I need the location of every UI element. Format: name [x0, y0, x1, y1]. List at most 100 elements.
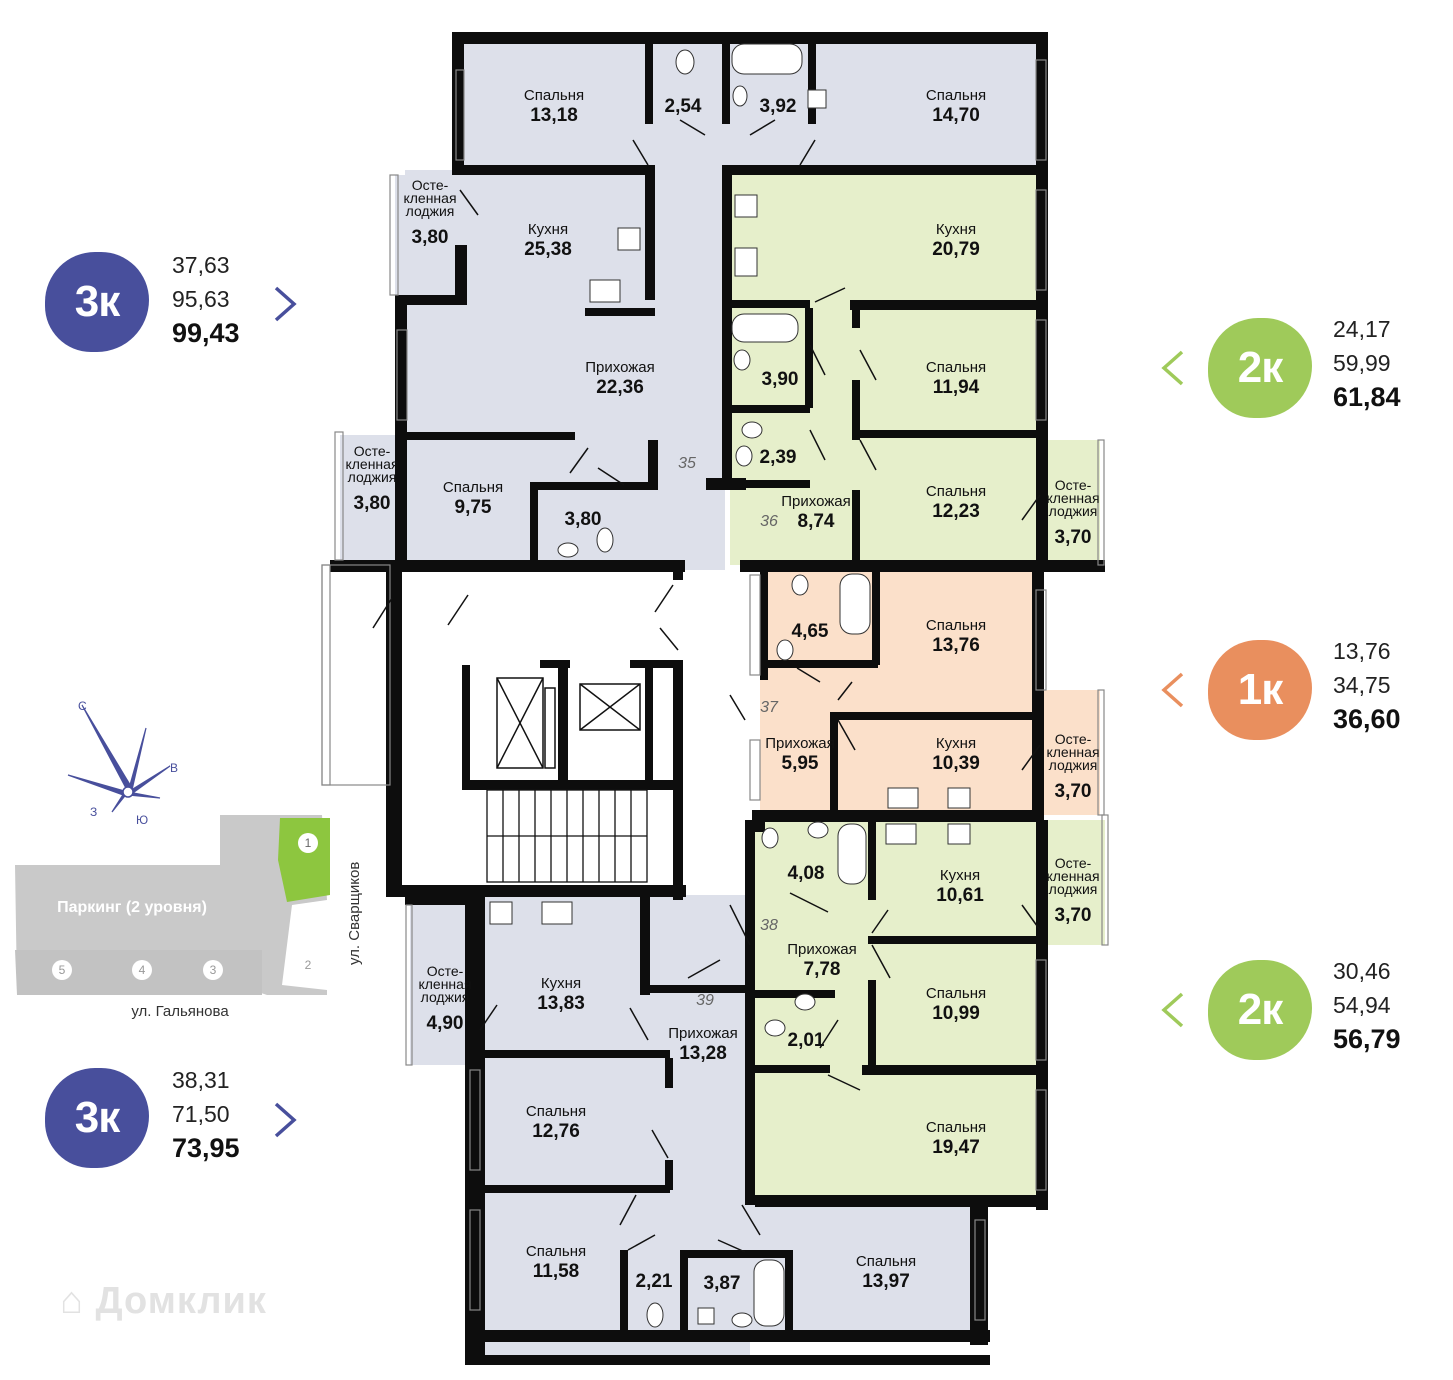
loggia-area: 3,70: [1055, 781, 1092, 802]
room-area: 12,76: [532, 1121, 580, 1142]
staircase: [486, 789, 648, 883]
street-galyanova: ул. Гальянова: [131, 1003, 229, 1020]
loggia-name-line: лоджия: [1049, 881, 1098, 897]
total-with-loggia: 73,95: [172, 1133, 240, 1163]
doors: [372, 119, 1041, 1253]
room-count-badge: 2к: [1208, 960, 1312, 1060]
area-figures: 37,63 95,63 99,43: [172, 248, 240, 350]
building-2: 2: [305, 958, 312, 972]
total-area: 95,63: [172, 286, 230, 312]
room-name: Прихожая: [781, 493, 851, 510]
loggia-name-line: кленная: [418, 976, 471, 992]
elevator-right: [579, 683, 641, 731]
building-1-highlight: [278, 818, 330, 902]
chevron-left-icon[interactable]: [1156, 990, 1190, 1030]
apartment-36[interactable]: [730, 175, 1100, 565]
apartment-37[interactable]: [760, 570, 1100, 815]
loggia-name-line: лоджия: [1049, 757, 1098, 773]
building-1: 1: [305, 836, 312, 850]
room-name: Спальня: [926, 359, 986, 376]
room-name: Спальня: [856, 1253, 916, 1270]
total-area: 59,99: [1333, 350, 1391, 376]
room-count-badge: 1к: [1208, 640, 1312, 740]
room-area: 4,08: [788, 863, 825, 884]
room-name: Кухня: [936, 735, 976, 752]
room-label-r12: 2,39: [760, 447, 797, 468]
room-area: 2,39: [760, 447, 797, 468]
room-area: 19,47: [932, 1137, 980, 1158]
loggia-name-line: лоджия: [421, 989, 470, 1005]
loggia-name-line: кленная: [1046, 744, 1099, 760]
compass-north: С: [78, 700, 87, 713]
room-label-r8: 3,80: [565, 509, 602, 530]
chevron-right-icon[interactable]: [268, 1100, 302, 1140]
room-label-r23: 2,01: [788, 1030, 825, 1051]
loggia-name-line: кленная: [1046, 868, 1099, 884]
room-name: Кухня: [528, 221, 568, 238]
total-with-loggia: 99,43: [172, 318, 240, 348]
apartment-number: 36: [760, 513, 778, 530]
loggia-labels: Осте-кленнаялоджия3,80Осте-кленнаялоджия…: [345, 177, 1099, 1034]
loggia-name-line: лоджия: [406, 203, 455, 219]
room-label-r29: 2,21: [636, 1271, 673, 1292]
living-area: 24,17: [1333, 316, 1391, 342]
room-name: Кухня: [541, 975, 581, 992]
loggia-name-line: кленная: [345, 456, 398, 472]
total-with-loggia: 36,60: [1333, 704, 1401, 734]
room-area: 13,76: [932, 635, 980, 656]
total-with-loggia: 56,79: [1333, 1024, 1401, 1054]
room-area: 3,80: [565, 509, 602, 530]
area-figures: 38,31 71,50 73,95: [172, 1063, 240, 1165]
parking-label: Паркинг (2 уровня): [57, 899, 207, 916]
apartment-number: 37: [760, 699, 779, 716]
room-name: Кухня: [936, 221, 976, 238]
windows: [321, 59, 1109, 1321]
room-area: 5,95: [782, 753, 819, 774]
apartment-39[interactable]: [410, 895, 980, 1365]
room-area: 2,54: [665, 96, 702, 117]
room-area: 8,74: [798, 511, 835, 532]
living-area: 38,31: [172, 1067, 230, 1093]
chevron-left-icon[interactable]: [1156, 348, 1190, 388]
walls: [330, 32, 1105, 1365]
loggia-name-line: Осте-: [412, 177, 449, 193]
room-name: Прихожая: [787, 941, 857, 958]
chevron-left-icon[interactable]: [1156, 670, 1190, 710]
room-name: Спальня: [443, 479, 503, 496]
loggia-name-line: Осте-: [1055, 855, 1092, 871]
compass-east: В: [170, 761, 178, 775]
area-figures: 30,46 54,94 56,79: [1333, 954, 1401, 1056]
room-area: 11,94: [933, 377, 980, 398]
elevator-left: [496, 677, 556, 769]
room-count-badge: 3к: [45, 1068, 149, 1168]
room-name: Прихожая: [765, 735, 835, 752]
room-name: Кухня: [940, 867, 980, 884]
area-figures: 13,76 34,75 36,60: [1333, 634, 1401, 736]
room-area: 13,18: [530, 105, 578, 126]
loggia-name-line: лоджия: [348, 469, 397, 485]
room-area: 13,83: [537, 993, 585, 1014]
room-label-r10: 3,90: [762, 369, 799, 390]
chevron-right-icon[interactable]: [268, 284, 302, 324]
room-area: 4,65: [792, 621, 829, 642]
building-4: 4: [139, 963, 146, 977]
watermark: ⌂ Домклик: [60, 1280, 267, 1322]
